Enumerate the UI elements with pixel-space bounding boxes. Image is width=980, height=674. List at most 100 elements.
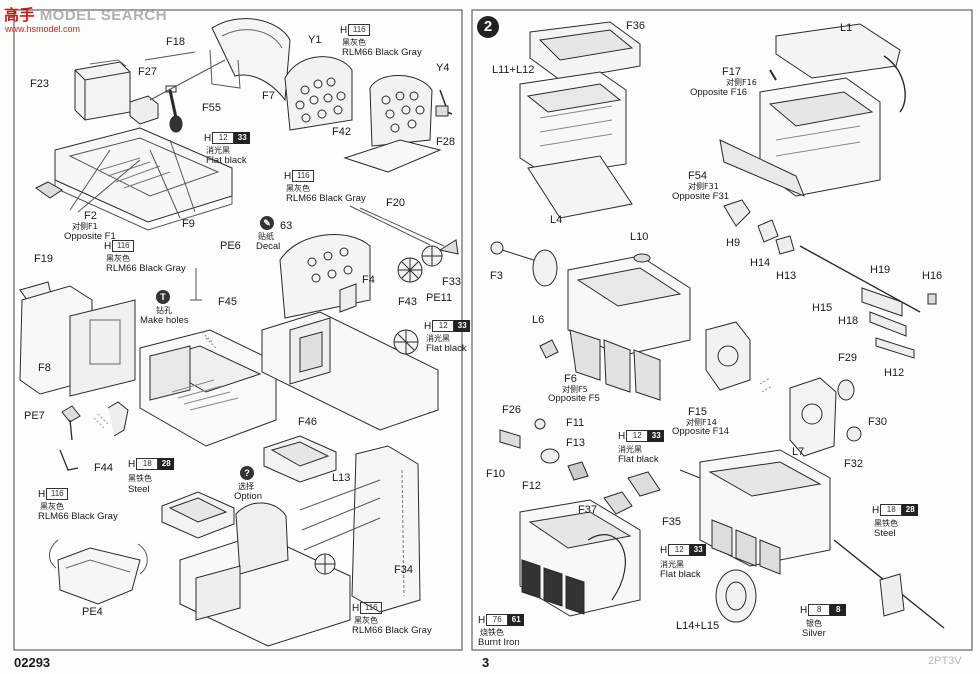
part-label: F33 (442, 276, 461, 288)
part-label: F46 (298, 416, 317, 428)
part-y1-instrument-panel (284, 56, 353, 131)
part-f27 (129, 95, 159, 125)
paint-prefix: H (478, 614, 486, 626)
part-label: F26 (502, 404, 521, 416)
watermark-brand: MODEL SEARCH (39, 7, 168, 24)
paint-box: 116 (360, 602, 383, 614)
part-label: F34 (394, 564, 413, 576)
decal-cn: 贴纸 (258, 232, 274, 241)
decal-icon: ✎ (260, 216, 274, 230)
part-f55 (165, 85, 183, 133)
part-label: F8 (38, 362, 51, 374)
part-label-opposite-en: Opposite F16 (690, 87, 748, 98)
part-label: H9 (726, 237, 741, 249)
part-pe4-plate (49, 539, 148, 605)
paint-cn: 烧铁色 (480, 628, 504, 637)
part-label: H18 (838, 315, 859, 327)
paint-cn: 黑灰色 (354, 616, 378, 625)
paint-en: Steel (874, 528, 896, 539)
part-label-opposite-en: Opposite F14 (672, 426, 730, 437)
part-label: L11+L12 (492, 64, 535, 76)
part-label: F37 (578, 504, 597, 516)
part-label: L1 (840, 22, 853, 34)
part-label: F43 (398, 296, 417, 308)
part-label: L13 (332, 472, 351, 484)
part-label-opposite-en: Opposite F31 (672, 191, 730, 202)
part-label: F28 (436, 136, 455, 148)
part-label: L7 (792, 446, 805, 458)
part-label: F13 (566, 437, 585, 449)
part-label: F27 (138, 66, 157, 78)
paint-cn: 黑灰色 (286, 184, 310, 193)
part-label: L6 (532, 314, 545, 326)
part-label-opposite-cn: 对侧F14 (686, 418, 717, 427)
part-label: F42 (332, 126, 351, 138)
part-label-opposite-cn: 对侧F16 (726, 78, 757, 87)
part-label: F29 (838, 352, 857, 364)
paint-en: Flat black (618, 454, 659, 465)
part-label: PE7 (24, 410, 45, 422)
part-label: F18 (166, 36, 185, 48)
part-f7-panel (209, 18, 291, 102)
part-label: H14 (750, 257, 771, 269)
decal-ref: 63 (280, 220, 293, 232)
paint-box: 116 (46, 488, 69, 500)
paint-en: RLM66 Black Gray (286, 193, 366, 204)
paint-en: RLM66 Black Gray (352, 625, 432, 636)
part-label: F12 (522, 480, 541, 492)
paint-en: Silver (802, 628, 826, 639)
part-label: F35 (662, 516, 681, 528)
part-label: F32 (844, 458, 863, 470)
paint-box: 12 (668, 544, 691, 556)
watermark-cn: 高手 (4, 7, 36, 24)
part-label: H13 (776, 270, 797, 282)
part-label: F36 (626, 20, 645, 32)
paint-cn: 黑灰色 (342, 38, 366, 47)
option-cn: 选择 (238, 482, 254, 491)
paint-prefix: H (800, 604, 808, 616)
part-label: F44 (94, 462, 113, 474)
part-label: F20 (386, 197, 405, 209)
paint-cn: 黑铁色 (128, 474, 152, 483)
corner-mark: 2PT3V (928, 655, 962, 667)
paint-prefix: H (872, 504, 880, 516)
engine-bottom-left (519, 491, 641, 617)
part-label-opposite-cn: 对侧F1 (72, 222, 98, 231)
part-label: F6 (564, 373, 577, 385)
watermark-url: www.hsmodel.com (5, 24, 81, 34)
paint-en: Flat black (660, 569, 701, 580)
part-label: PE6 (220, 240, 241, 252)
paint-num: 61 (508, 614, 525, 626)
paint-num: 33 (454, 320, 471, 332)
part-label: F54 (688, 170, 707, 182)
part-f43-wheels (393, 239, 459, 355)
paint-prefix: H (618, 430, 626, 442)
paint-cn: 消光黑 (660, 560, 684, 569)
engine-block-right (719, 23, 906, 197)
part-label: L4 (550, 214, 563, 226)
part-pe7-f44 (59, 401, 129, 471)
paint-en: RLM66 Black Gray (342, 47, 422, 58)
cockpit-assembly-bottom (179, 502, 351, 647)
paint-en: Steel (128, 484, 150, 495)
paint-box: 18 (880, 504, 903, 516)
paint-prefix: H (340, 24, 348, 36)
part-label-opposite-en: Opposite F1 (64, 231, 116, 242)
part-f10-f13 (499, 418, 589, 481)
paint-box: 12 (626, 430, 649, 442)
part-label: H19 (870, 264, 891, 276)
part-label: F2 (84, 210, 97, 222)
option-en: Option (234, 491, 262, 502)
option-icon: ? (240, 466, 254, 480)
part-label: Y1 (308, 34, 322, 46)
